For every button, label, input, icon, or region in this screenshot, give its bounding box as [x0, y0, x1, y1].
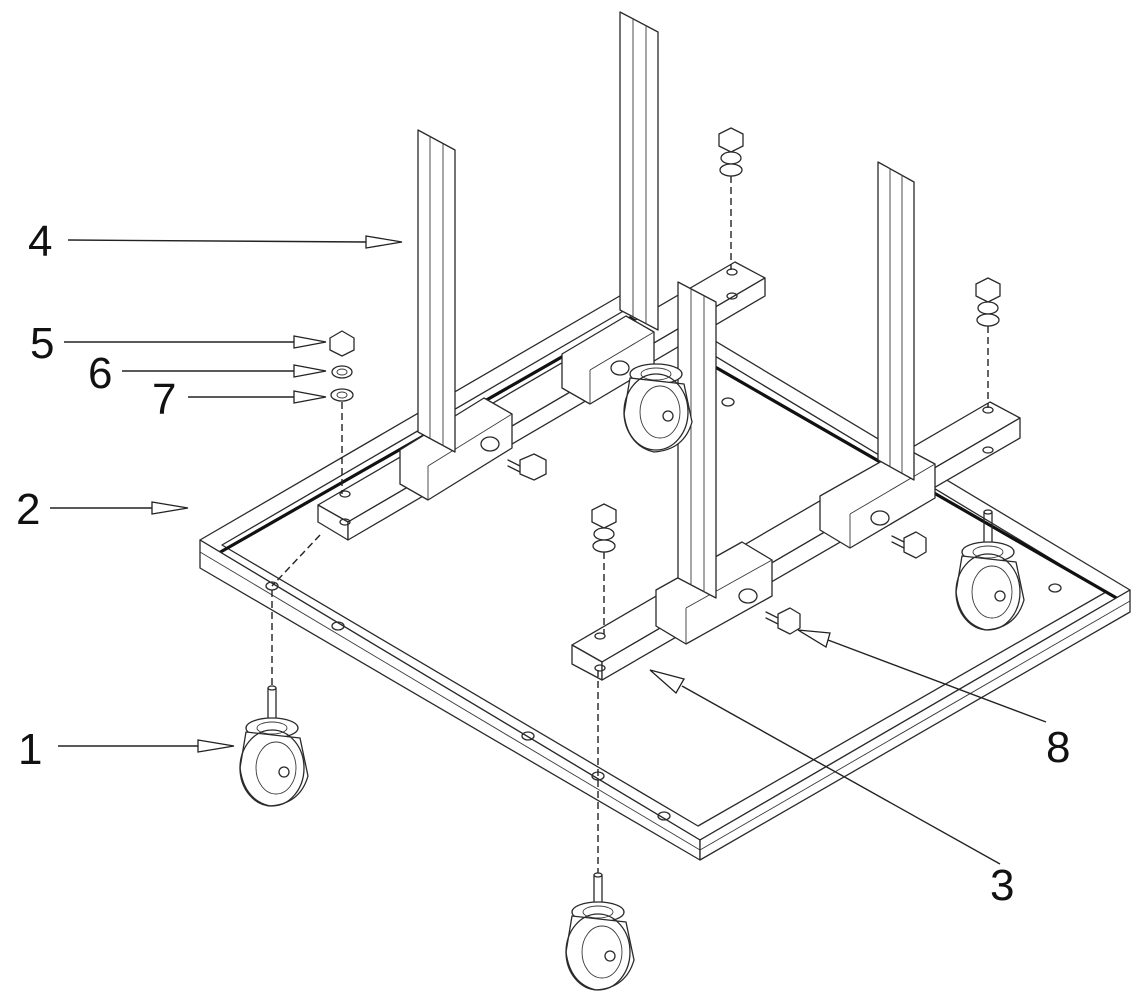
- caster-right: [955, 509, 1025, 631]
- callout-labels: 4 5 6 7 2 1 8 3: [16, 217, 1070, 910]
- caster-front-center: [565, 872, 635, 991]
- callout-5: 5: [30, 319, 54, 368]
- caster-front-left: [239, 685, 309, 807]
- fastener-stack-right: [975, 277, 1001, 408]
- fastener-stack-left: [329, 330, 355, 494]
- callout-1: 1: [18, 725, 42, 774]
- callout-3: 3: [990, 861, 1014, 910]
- caster-back: [623, 363, 693, 453]
- callout-7: 7: [152, 375, 176, 424]
- callout-6: 6: [88, 349, 112, 398]
- bolt-a: [507, 453, 547, 481]
- callout-8: 8: [1046, 723, 1070, 772]
- callout-2: 2: [16, 485, 40, 534]
- bolt-b: [765, 607, 801, 635]
- leader-lines: [50, 235, 1047, 865]
- bolt-c: [891, 531, 927, 559]
- fastener-stack-back: [718, 127, 744, 270]
- side-bolts: [480, 360, 927, 635]
- upright-posts: [417, 11, 915, 599]
- fastener-stack-front: [591, 503, 617, 634]
- callout-4: 4: [28, 217, 52, 266]
